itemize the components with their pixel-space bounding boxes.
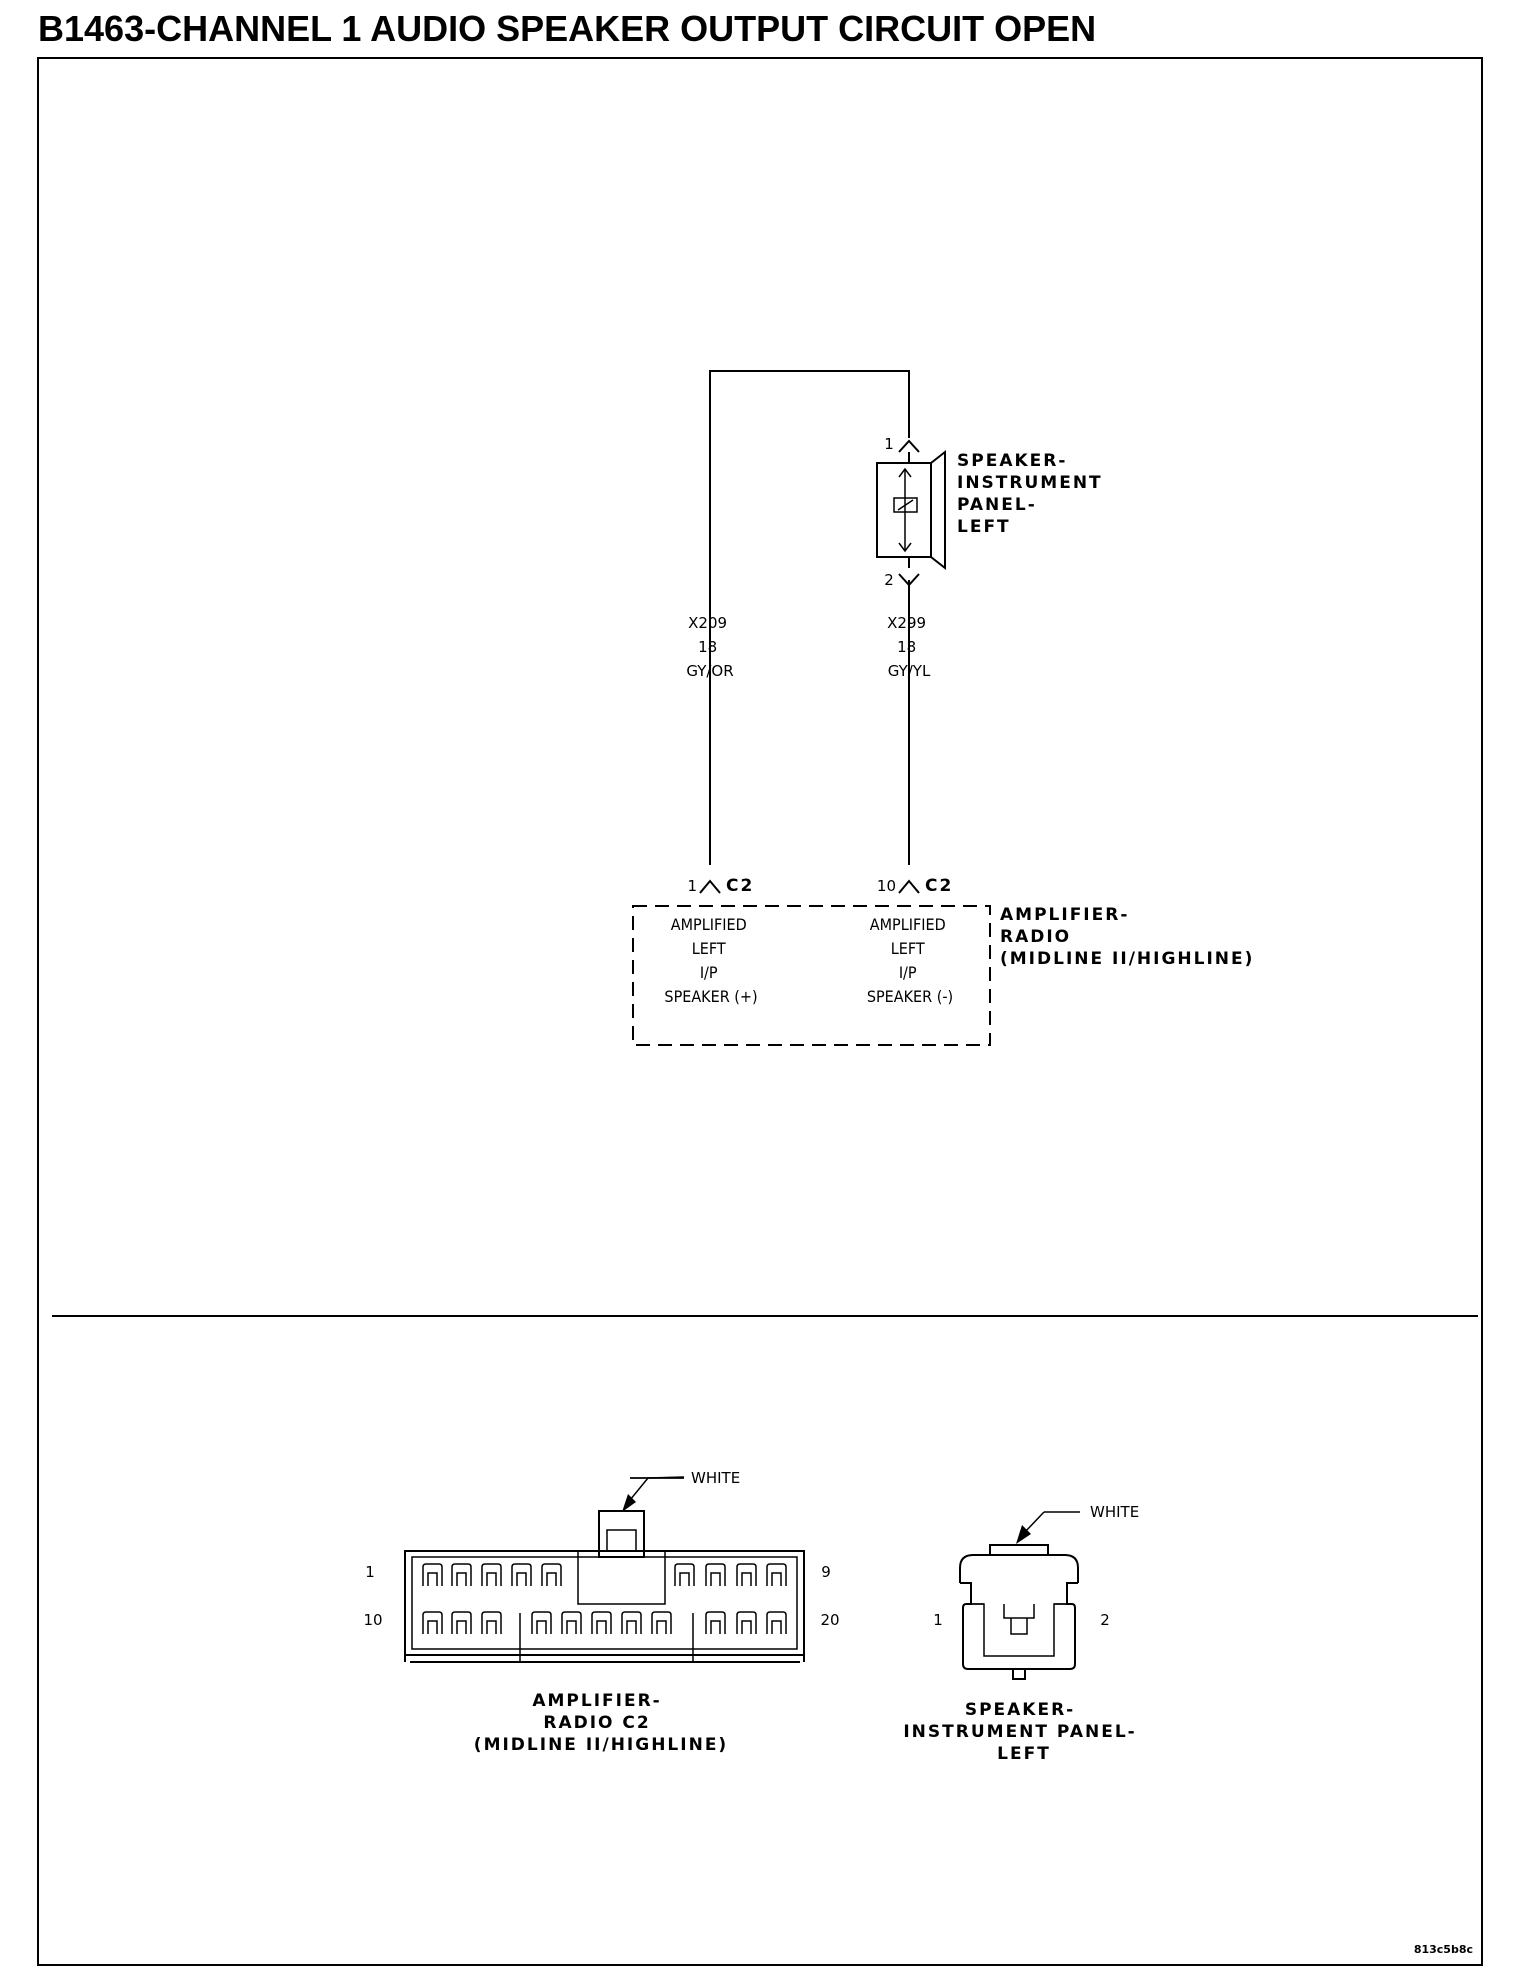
figure-code: 813c5b8c xyxy=(1414,1943,1473,1956)
amp-c2-pin-10-label: 10 xyxy=(363,1611,382,1629)
speaker-symbol xyxy=(876,439,946,587)
amp-pin-10-number: 10 xyxy=(877,877,896,895)
amp-pin-10-connector xyxy=(898,879,920,894)
amp-pin-10-connector-id: C2 xyxy=(925,876,953,896)
amp-pin-1-number: 1 xyxy=(687,877,697,895)
speaker-pin-2: 2 xyxy=(884,571,894,589)
speaker-conn-color-label: WHITE xyxy=(1090,1503,1139,1521)
amp-c2-pin-20-label: 20 xyxy=(820,1611,839,1629)
diagram-frame xyxy=(37,57,1483,1966)
amp-c2-connector-view: WHITE 1 xyxy=(363,1469,839,1755)
speaker-pin-1: 1 xyxy=(884,435,894,453)
amp-pin-1-connector xyxy=(699,879,721,894)
amp-pin-1-connector-id: C2 xyxy=(726,876,754,896)
amplifier-label: AMPLIFIER- RADIO (MIDLINE II/HIGHLINE) xyxy=(1000,905,1254,969)
speaker-conn-pin-1-label: 1 xyxy=(933,1611,943,1629)
speaker-connector-view: WHITE 1 2 SPEAKER- INSTRUMENT PANEL- LEF… xyxy=(903,1503,1144,1764)
amp-c2-pin-9-label: 9 xyxy=(821,1563,831,1581)
page-title: B1463-CHANNEL 1 AUDIO SPEAKER OUTPUT CIR… xyxy=(38,8,1096,49)
wire-x209-label: X209 18 GY/OR xyxy=(686,614,733,680)
amp-c2-color-label: WHITE xyxy=(691,1469,740,1487)
speaker-label: SPEAKER- INSTRUMENT PANEL- LEFT xyxy=(957,451,1111,537)
wire-x209 xyxy=(709,370,910,865)
amp-pin-1-function: AMPLIFIED LEFT I/P SPEAKER (+) xyxy=(664,915,757,1006)
amp-c2-pin-1-label: 1 xyxy=(365,1563,375,1581)
amp-c2-view-label: AMPLIFIER- RADIO C2 (MIDLINE II/HIGHLINE… xyxy=(474,1691,728,1755)
amplifier-box xyxy=(632,905,991,1046)
schematic: 1 2 SPEAKER- INSTRUMENT PANEL- LEFT X209… xyxy=(632,370,1254,1046)
speaker-conn-pin-2-label: 2 xyxy=(1100,1611,1110,1629)
speaker-conn-view-label: SPEAKER- INSTRUMENT PANEL- LEFT xyxy=(903,1700,1144,1764)
wire-x299-label: X299 18 GY/YL xyxy=(887,614,931,680)
amp-pin-10-function: AMPLIFIED LEFT I/P SPEAKER (-) xyxy=(867,915,953,1006)
